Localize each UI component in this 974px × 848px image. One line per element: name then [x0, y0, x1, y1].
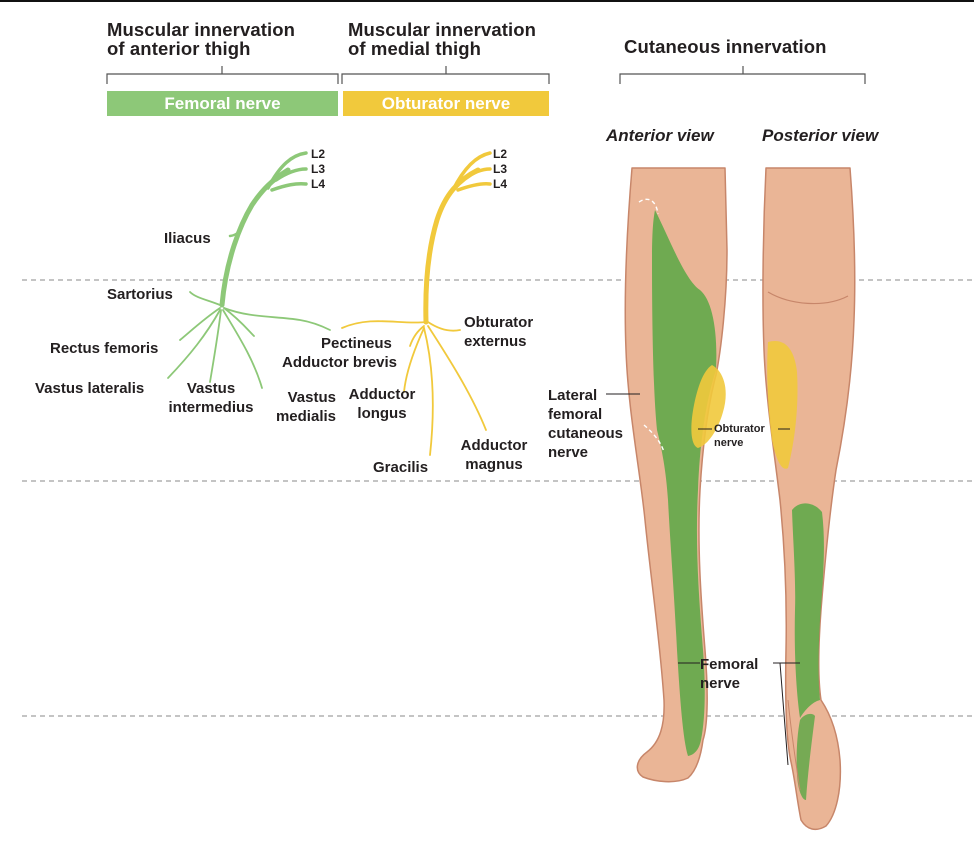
obturator-root-l4-label: L4 [493, 177, 508, 191]
header-medial-thigh: Muscular innervation of medial thigh [348, 19, 537, 59]
posterior-leg [762, 167, 856, 831]
label-vastus-medialis: Vastus medialis [275, 389, 336, 425]
bracket-cutaneous [619, 66, 866, 84]
posterior-obturator-region [767, 340, 798, 469]
femoral-nerve-tree [167, 151, 331, 389]
bracket-medial-thigh [341, 66, 550, 84]
femoral-root-l4-label: L4 [311, 177, 326, 191]
anterior-femoral-region [652, 210, 717, 756]
top-border-line [0, 0, 974, 2]
anterior-obturator-region [691, 365, 726, 448]
femoral-trunk [219, 167, 291, 308]
femoral-branch-vmedialis [222, 309, 263, 389]
femoral-nerve-bar: Femoral nerve [107, 91, 338, 116]
anterior-lateral-cutaneous-boundary [638, 198, 665, 453]
obturator-branch-pectineus [341, 320, 427, 329]
leader-femoral-right [773, 662, 800, 766]
posterior-sole-region [796, 713, 815, 800]
header-brackets [106, 66, 866, 84]
cutaneous-leaders [606, 393, 800, 766]
label-rectus-femoris: Rectus femoris [50, 340, 159, 357]
label-vastus-intermedius: Vastus intermedius [168, 380, 254, 416]
femoral-branch-iliacus [228, 220, 246, 238]
posterior-leg-skin [762, 167, 856, 831]
label-pectineus: Pectineus [321, 335, 392, 352]
femoral-root-l2-label: L2 [311, 147, 326, 161]
label-adductor-brevis: Adductor brevis [282, 354, 398, 371]
femoral-root-l3-label: L3 [311, 162, 326, 176]
obturator-branch-externus [427, 321, 461, 332]
obturator-root-l2-label: L2 [493, 147, 508, 161]
obturator-nerve-tree [341, 151, 492, 456]
obturator-branch-magnus [427, 325, 487, 431]
femoral-branch-vintermedius [209, 309, 222, 383]
femoral-branch-rectus [179, 307, 221, 341]
obturator-branch-brevis [409, 325, 425, 347]
obturator-root-l4 [456, 182, 492, 192]
label-obturator-externus: Obturator externus [464, 314, 534, 350]
label-femoral-cutaneous: Femoral nerve [700, 656, 759, 692]
femoral-branch-vlateralis [167, 309, 221, 379]
posterior-calf-line [787, 699, 801, 791]
label-lateral-femoral-cutaneous-nerve: Lateral femoral cutaneous nerve [548, 387, 624, 461]
femoral-branch-saphenous [223, 307, 255, 337]
femoral-branch-sartorius [189, 291, 221, 306]
label-adductor-longus: Adductor longus [348, 386, 416, 422]
femoral-root-l4 [270, 182, 308, 192]
anterior-leg [624, 167, 728, 783]
posterior-femoral-region [792, 503, 824, 718]
label-sartorius: Sartorius [107, 286, 173, 303]
obturator-branch-longus [403, 327, 425, 393]
label-iliacus: Iliacus [164, 230, 211, 247]
obturator-root-l3 [460, 167, 492, 182]
obturator-nerve-bar: Obturator nerve [343, 91, 549, 116]
label-obturator-cutaneous: Obturator nerve [714, 423, 765, 449]
label-vastus-lateralis: Vastus lateralis [35, 380, 145, 397]
posterior-view-title: Posterior view [762, 126, 879, 145]
bracket-anterior-thigh [106, 66, 339, 84]
obturator-root-l2 [451, 151, 492, 192]
header-cutaneous: Cutaneous innervation [624, 36, 827, 57]
label-gracilis: Gracilis [373, 459, 429, 476]
obturator-root-l3-label: L3 [493, 162, 508, 176]
posterior-gluteal-fold [767, 291, 849, 305]
femoral-root-l3 [274, 167, 308, 182]
label-adductor-magnus: Adductor magnus [460, 437, 528, 473]
femoral-branch-pectineus [223, 307, 331, 331]
obturator-branch-gracilis [423, 327, 434, 456]
anterior-view-title: Anterior view [606, 126, 714, 145]
header-anterior-thigh: Muscular innervation of anterior thigh [107, 19, 296, 59]
femoral-root-l2 [266, 151, 308, 190]
obturator-trunk [423, 167, 481, 325]
